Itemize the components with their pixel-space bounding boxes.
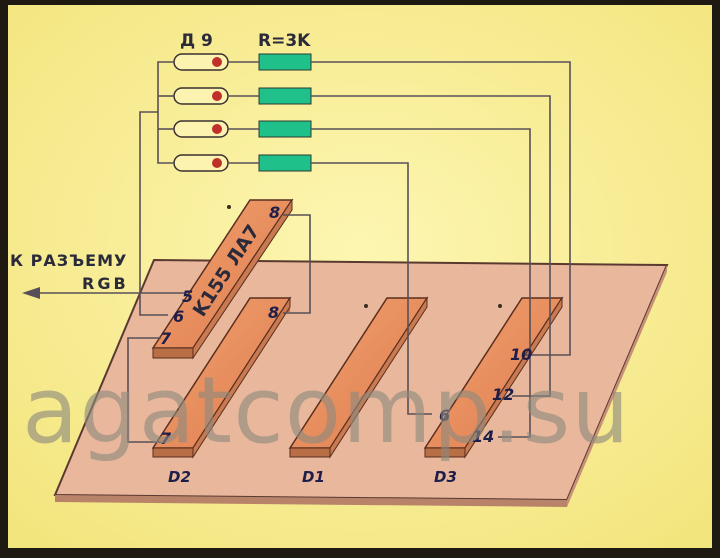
chip-d3 (423, 296, 564, 459)
connector-label-line2: RGB (82, 274, 129, 293)
chip-d1-key-dot (364, 304, 368, 308)
resistor-label: R=3K (258, 31, 311, 51)
diode-4 (173, 154, 229, 172)
resistor-2 (258, 87, 312, 105)
resistor-3 (258, 120, 312, 138)
chip-top-k155 (151, 198, 294, 360)
d2-pin-8: 8 (268, 303, 279, 322)
connector-arrow-icon (22, 287, 40, 299)
chip-d1 (288, 296, 429, 459)
chip-d3-label: D3 (434, 468, 457, 486)
top-pin-5: 5 (182, 287, 193, 306)
resistor-4 (258, 154, 312, 172)
chip-d2-label: D2 (168, 468, 191, 486)
d3-pin-12: 12 (492, 385, 514, 404)
chip-d3-key-dot (498, 304, 502, 308)
wires (30, 61, 571, 443)
d3-pin-10: 10 (510, 345, 532, 364)
watermark: agatcomp.su (22, 357, 631, 464)
chip-d2 (151, 296, 292, 459)
resistor-array (258, 53, 312, 172)
diode-1 (173, 53, 229, 71)
diode-3 (173, 120, 229, 138)
chip-top-key-dot (227, 205, 231, 209)
connector-label-line1: К РАЗЪЕМУ (10, 251, 127, 270)
diode-label: Д 9 (180, 31, 213, 51)
top-pin-7: 7 (160, 329, 172, 348)
top-pin-8: 8 (269, 203, 280, 222)
chip-d1-label: D1 (302, 468, 325, 486)
top-pin-6: 6 (173, 307, 184, 326)
diode-2 (173, 87, 229, 105)
d3-pin-14: 14 (472, 427, 494, 446)
resistor-1 (258, 53, 312, 71)
d3-pin-6: 6 (439, 406, 450, 425)
d2-pin-7: 7 (160, 429, 172, 448)
